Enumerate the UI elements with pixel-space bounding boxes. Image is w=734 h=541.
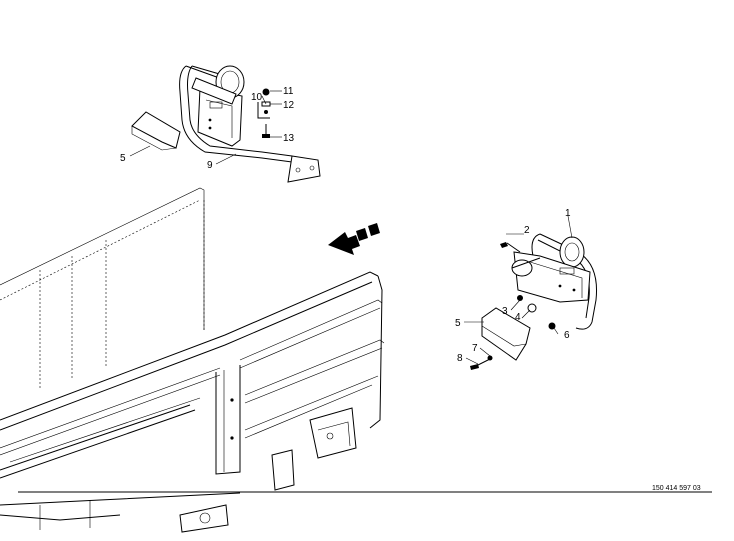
- right-assembly: [470, 233, 598, 370]
- top-assembly: [131, 65, 321, 183]
- callout-2: 2: [524, 225, 530, 236]
- callout-11: 11: [283, 86, 294, 97]
- callout-1: 1: [565, 208, 571, 219]
- callout-8: 8: [457, 353, 463, 364]
- callouts-top: 5 9 10 11 12 13: [120, 86, 295, 171]
- callout-12: 12: [283, 100, 295, 111]
- callout-5-top: 5: [120, 153, 126, 164]
- callout-7: 7: [472, 343, 478, 354]
- callout-10: 10: [251, 92, 263, 103]
- drawing-number: 150 414 597 03: [652, 485, 701, 492]
- direction-arrow-icon: [328, 223, 380, 255]
- leader-lines: [129, 90, 573, 365]
- callout-13: 13: [283, 133, 295, 144]
- callout-6: 6: [564, 330, 570, 341]
- callout-5-right: 5: [455, 318, 461, 329]
- truck-body: [0, 187, 385, 533]
- callout-4: 4: [515, 312, 521, 323]
- callout-3: 3: [502, 306, 508, 317]
- callouts-right: 1 2 3 4 5 6 7 8: [455, 208, 571, 364]
- callout-9: 9: [207, 160, 213, 171]
